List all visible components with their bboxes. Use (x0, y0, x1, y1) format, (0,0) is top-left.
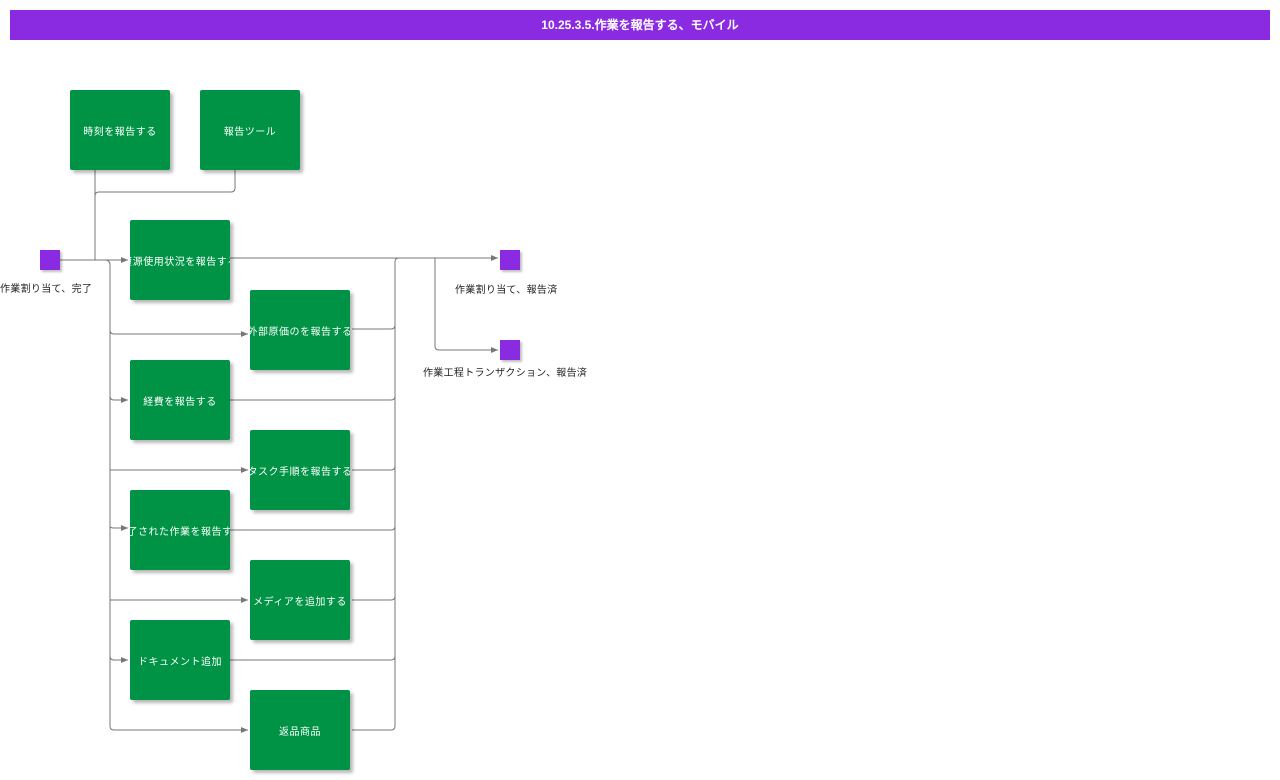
end-state-assignment[interactable] (500, 250, 520, 270)
task-report-tools[interactable]: 報告ツール (200, 90, 300, 170)
connector-from-add-document (230, 655, 396, 661)
connector-from-external-cost (352, 324, 396, 330)
task-returned-items[interactable]: 返品商品 (250, 690, 350, 770)
connector-tools-to-resource (94, 170, 236, 197)
start-state[interactable] (40, 250, 60, 270)
task-report-time[interactable]: 時刻を報告する (70, 90, 170, 170)
connector-from-add-media (352, 595, 396, 601)
connector-start (60, 259, 248, 733)
connector-to-end-transaction (434, 258, 498, 353)
connector-from-expenses (230, 395, 396, 401)
task-report-completed-work[interactable]: 完了された作業を報告する (130, 490, 230, 570)
merge-bar (352, 262, 396, 731)
task-add-media[interactable]: メディアを追加する (250, 560, 350, 640)
end-state-assignment-label: 作業割り当て、報告済 (455, 285, 558, 296)
start-state-label: 作業割り当て、完了 (0, 284, 93, 295)
connector-time-to-resource (94, 170, 128, 263)
connector-to-external-cost (109, 329, 248, 337)
connector-to-expenses (109, 395, 128, 403)
task-add-document[interactable]: ドキュメント追加 (130, 620, 230, 700)
connector-to-completed-work (109, 525, 128, 531)
task-report-resource-usage[interactable]: 資源使用状況を報告する (130, 220, 230, 300)
connector-from-task-steps (352, 465, 396, 471)
connector-merge-top (394, 257, 400, 263)
connector-to-add-document (109, 655, 128, 663)
task-report-task-steps[interactable]: タスク手順を報告する (250, 430, 350, 510)
end-state-transaction[interactable] (500, 340, 520, 360)
end-state-transaction-label: 作業工程トランザクション、報告済 (423, 368, 588, 379)
task-report-external-cost[interactable]: 外部原価のを報告する (250, 290, 350, 370)
task-report-expenses[interactable]: 経費を報告する (130, 360, 230, 440)
connector-from-completed-work (230, 525, 396, 531)
diagram-title: 10.25.3.5.作業を報告する、モバイル (10, 10, 1270, 40)
